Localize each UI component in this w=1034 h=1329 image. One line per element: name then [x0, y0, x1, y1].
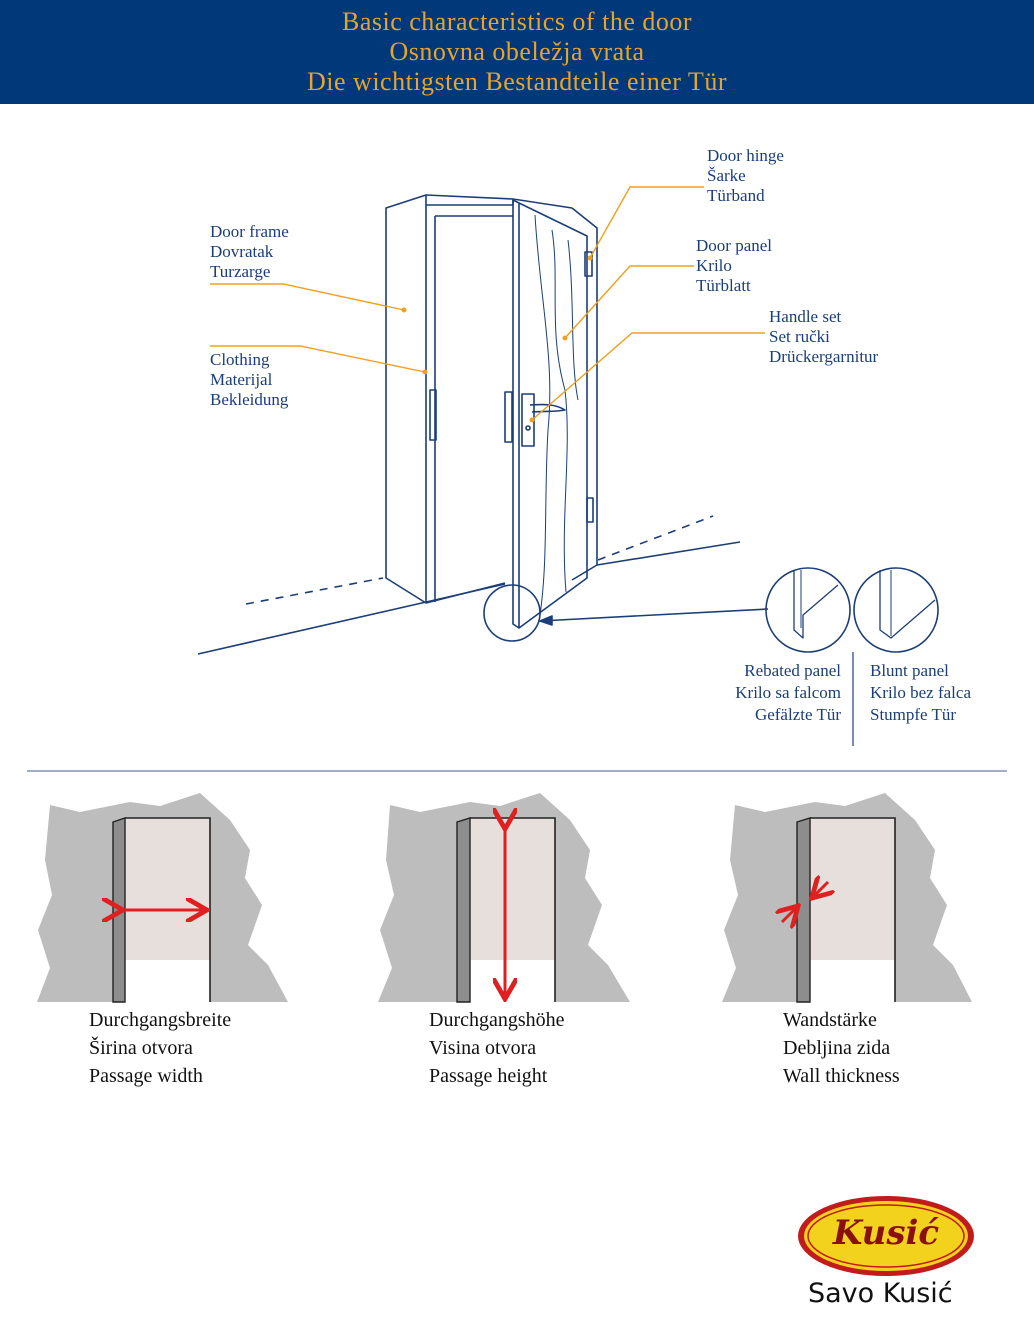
frame-right	[571, 207, 598, 581]
leader-panel	[564, 265, 694, 339]
leader-clothing	[210, 345, 426, 373]
caption-height-sr: Visina otvora	[429, 1037, 537, 1059]
blunt-circle	[853, 567, 939, 653]
label-clothing-de: Bekleidung	[210, 390, 289, 409]
label-frame-de: Turzarge	[210, 262, 271, 281]
label-panel-sr: Krilo	[696, 256, 732, 275]
clothing-slot	[429, 389, 437, 441]
floor-line-right	[597, 515, 714, 561]
rebated-circle	[765, 567, 851, 653]
company-name: Savo Kusić	[808, 1278, 953, 1309]
caption-wall-thickness: Wandstärke Debljina zida Wall thickness	[783, 1006, 900, 1090]
caption-height-en: Passage height	[429, 1065, 548, 1087]
label-handle-set: Handle set Set ručki Drückergarnitur	[769, 307, 878, 367]
label-handle-en: Handle set	[769, 307, 842, 326]
hinge-top	[584, 251, 593, 277]
caption-passage-height: Durchgangshöhe Visina otvora Passage hei…	[429, 1006, 565, 1090]
caption-passage-width: Durchgangsbreite Širina otvora Passage w…	[89, 1006, 231, 1090]
frame-side	[385, 194, 427, 604]
label-blunt-sr: Krilo bez falca	[870, 683, 971, 702]
label-handle-sr: Set ručki	[769, 327, 830, 346]
door-diagram	[27, 186, 1007, 772]
label-handle-de: Drückergarnitur	[769, 347, 879, 366]
label-door-panel: Door panel Krilo Türblatt	[696, 236, 772, 296]
label-rebated-panel: Rebated panel Krilo sa falcom Gefälzte T…	[735, 660, 841, 726]
detail-pointer	[539, 608, 769, 622]
caption-width-sr: Širina otvora	[89, 1037, 193, 1059]
label-hinge-sr: Šarke	[707, 166, 746, 185]
label-rebated-de: Gefälzte Tür	[754, 705, 841, 724]
thickness-arrow-inner	[814, 882, 828, 896]
label-hinge-de: Türband	[707, 186, 765, 205]
caption-width-de: Durchgangsbreite	[89, 1009, 232, 1031]
floor-line-back	[596, 541, 741, 566]
title-en: Basic characteristics of the door	[341, 7, 693, 36]
label-clothing-en: Clothing	[210, 350, 270, 369]
label-blunt-en: Blunt panel	[870, 661, 949, 680]
header-banner: Basic characteristics of the door Osnovn…	[0, 0, 1034, 104]
figure-passage-width	[37, 793, 288, 1003]
label-clothing-sr: Materijal	[210, 370, 273, 389]
title-sr: Osnovna obeležja vrata	[389, 37, 645, 66]
figure-passage-height	[378, 793, 630, 1003]
title-de: Die wichtigsten Bestandteile einer Tür	[307, 67, 727, 96]
door-edge	[512, 199, 520, 629]
label-blunt-panel: Blunt panel Krilo bez falca Stumpfe Tür	[870, 660, 971, 726]
logo-script-text: Kusić	[832, 1213, 940, 1253]
label-hinge-en: Door hinge	[707, 146, 784, 165]
thickness-arrow-outer	[782, 908, 796, 922]
label-rebated-en: Rebated panel	[744, 661, 841, 680]
leader-handle	[531, 332, 765, 421]
caption-thickness-de: Wandstärke	[783, 1009, 877, 1031]
label-frame-en: Door frame	[210, 222, 289, 241]
lock-plate	[504, 391, 513, 443]
caption-width-en: Passage width	[89, 1065, 203, 1087]
label-blunt-de: Stumpfe Tür	[870, 705, 957, 724]
door-panel-outline	[518, 202, 588, 629]
frame-top	[425, 194, 514, 206]
label-rebated-sr: Krilo sa falcom	[735, 683, 841, 702]
leader-hinge	[589, 186, 704, 259]
floor-line-left	[245, 577, 384, 605]
figure-wall-thickness	[722, 793, 972, 1003]
label-door-frame: Door frame Dovratak Turzarge	[210, 222, 289, 282]
detail-circle	[483, 584, 541, 642]
label-panel-de: Türblatt	[696, 276, 751, 295]
hinge-bottom	[586, 497, 594, 523]
caption-thickness-en: Wall thickness	[783, 1065, 900, 1087]
caption-thickness-sr: Debljina zida	[783, 1037, 891, 1059]
label-clothing: Clothing Materijal Bekleidung	[210, 350, 288, 410]
leader-frame	[210, 283, 405, 311]
label-panel-en: Door panel	[696, 236, 773, 255]
caption-height-de: Durchgangshöhe	[429, 1009, 565, 1031]
label-door-hinge: Door hinge Šarke Türband	[707, 146, 784, 206]
label-frame-sr: Dovratak	[210, 242, 274, 261]
